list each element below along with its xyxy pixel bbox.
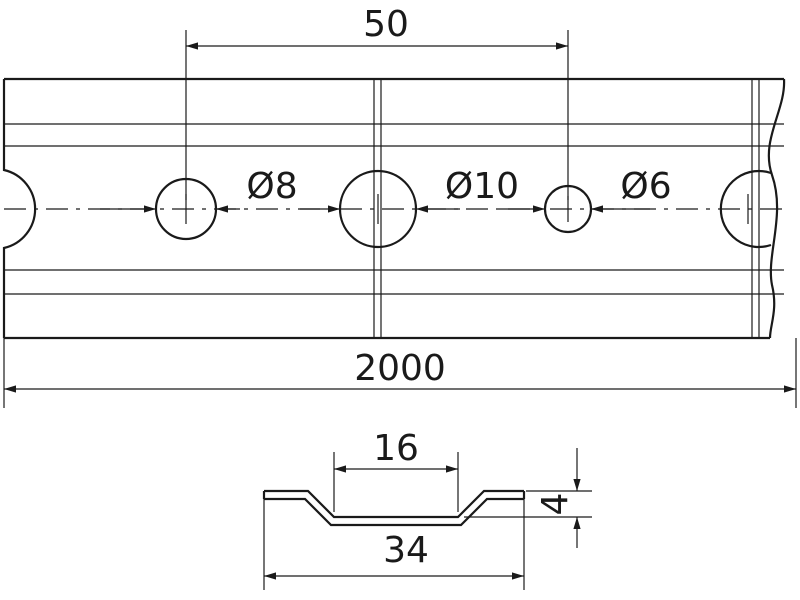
length-dim-label: 2000 — [354, 348, 446, 389]
profile-inner-width-dimension: 16 — [333, 428, 459, 512]
hole-d6-label: Ø6 — [620, 166, 671, 207]
profile-depth-dimension: 4 — [464, 448, 592, 548]
profile-section — [262, 489, 526, 527]
hole-d8-label: Ø8 — [246, 166, 297, 207]
profile-outer-width-label: 34 — [383, 530, 429, 571]
rail-plan-view — [2, 77, 786, 340]
pitch-dimension: 50 — [185, 4, 569, 200]
profile-inner-width-label: 16 — [373, 428, 419, 469]
pitch-dim-label: 50 — [363, 4, 409, 45]
length-dimension: 2000 — [3, 338, 797, 408]
hole-d10-label: Ø10 — [445, 166, 519, 207]
hole-right-partial — [719, 169, 772, 249]
hole-diameter-dimensions: Ø8 Ø10 Ø6 — [100, 166, 672, 213]
profile-depth-label: 4 — [535, 493, 576, 516]
profile-outer-width-dimension: 34 — [263, 499, 525, 590]
